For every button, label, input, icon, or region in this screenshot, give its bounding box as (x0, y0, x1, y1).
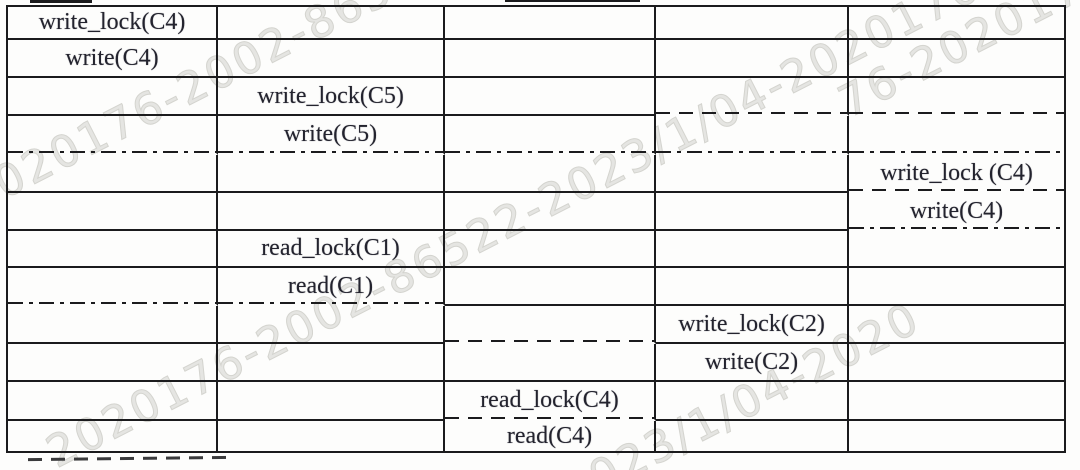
scan-artifact-line (30, 0, 92, 3)
table-cell (849, 382, 1064, 421)
table-cell (8, 193, 218, 231)
table-cell (656, 7, 849, 40)
table-cell (8, 116, 218, 155)
table-cell (445, 116, 656, 155)
table-cell (218, 382, 445, 421)
table-cell (849, 231, 1064, 268)
table-cell (656, 382, 849, 421)
table-cell (218, 306, 445, 344)
table-cell (8, 344, 218, 382)
table-cell: write_lock(C5) (218, 78, 445, 116)
table-cell (656, 193, 849, 231)
table-cell (218, 344, 445, 382)
table-cell (445, 78, 656, 116)
table-cell (849, 421, 1064, 451)
table-cell (656, 78, 849, 116)
table-cell (445, 306, 656, 344)
table-cell (445, 193, 656, 231)
table-cell (218, 421, 445, 451)
lock-schedule-table: write_lock(C4) write(C4) write_lock(C5) … (6, 5, 1066, 453)
scan-artifact-line (505, 0, 640, 2)
table-cell (656, 116, 849, 155)
table-cell (445, 231, 656, 268)
table-cell (849, 78, 1064, 116)
table-cell (445, 268, 656, 306)
table-cell (8, 268, 218, 306)
table-cell (656, 268, 849, 306)
table-cell (849, 40, 1064, 78)
table-cell: read(C4) (445, 421, 656, 451)
table-cell: write(C5) (218, 116, 445, 155)
table-cell (218, 40, 445, 78)
table-cell: read_lock(C1) (218, 231, 445, 268)
table-cell: read_lock(C4) (445, 382, 656, 421)
table-cell (218, 193, 445, 231)
table-cell (656, 231, 849, 268)
table-cell (218, 7, 445, 40)
table-cell (849, 7, 1064, 40)
table-cell (8, 155, 218, 193)
table-cell (656, 40, 849, 78)
table-cell (218, 155, 445, 193)
table-cell (445, 155, 656, 193)
table-cell: write(C4) (849, 193, 1064, 231)
table-cell (8, 382, 218, 421)
table-cell (849, 116, 1064, 155)
table-cell (445, 40, 656, 78)
table-cell: write_lock(C2) (656, 306, 849, 344)
table-cell (8, 231, 218, 268)
table-cell (8, 78, 218, 116)
table-cell (445, 7, 656, 40)
table-cell: write(C4) (8, 40, 218, 78)
table-cell: write_lock(C4) (8, 7, 218, 40)
table-cell (849, 344, 1064, 382)
table-cell: read(C1) (218, 268, 445, 306)
table-cell (8, 421, 218, 451)
table-cell (656, 155, 849, 193)
table-cell: write_lock (C4) (849, 155, 1064, 193)
table-cell (849, 306, 1064, 344)
table-cell (8, 306, 218, 344)
table-cell (849, 268, 1064, 306)
table-cell (656, 421, 849, 451)
table-cell: write(C2) (656, 344, 849, 382)
table-cell (445, 344, 656, 382)
